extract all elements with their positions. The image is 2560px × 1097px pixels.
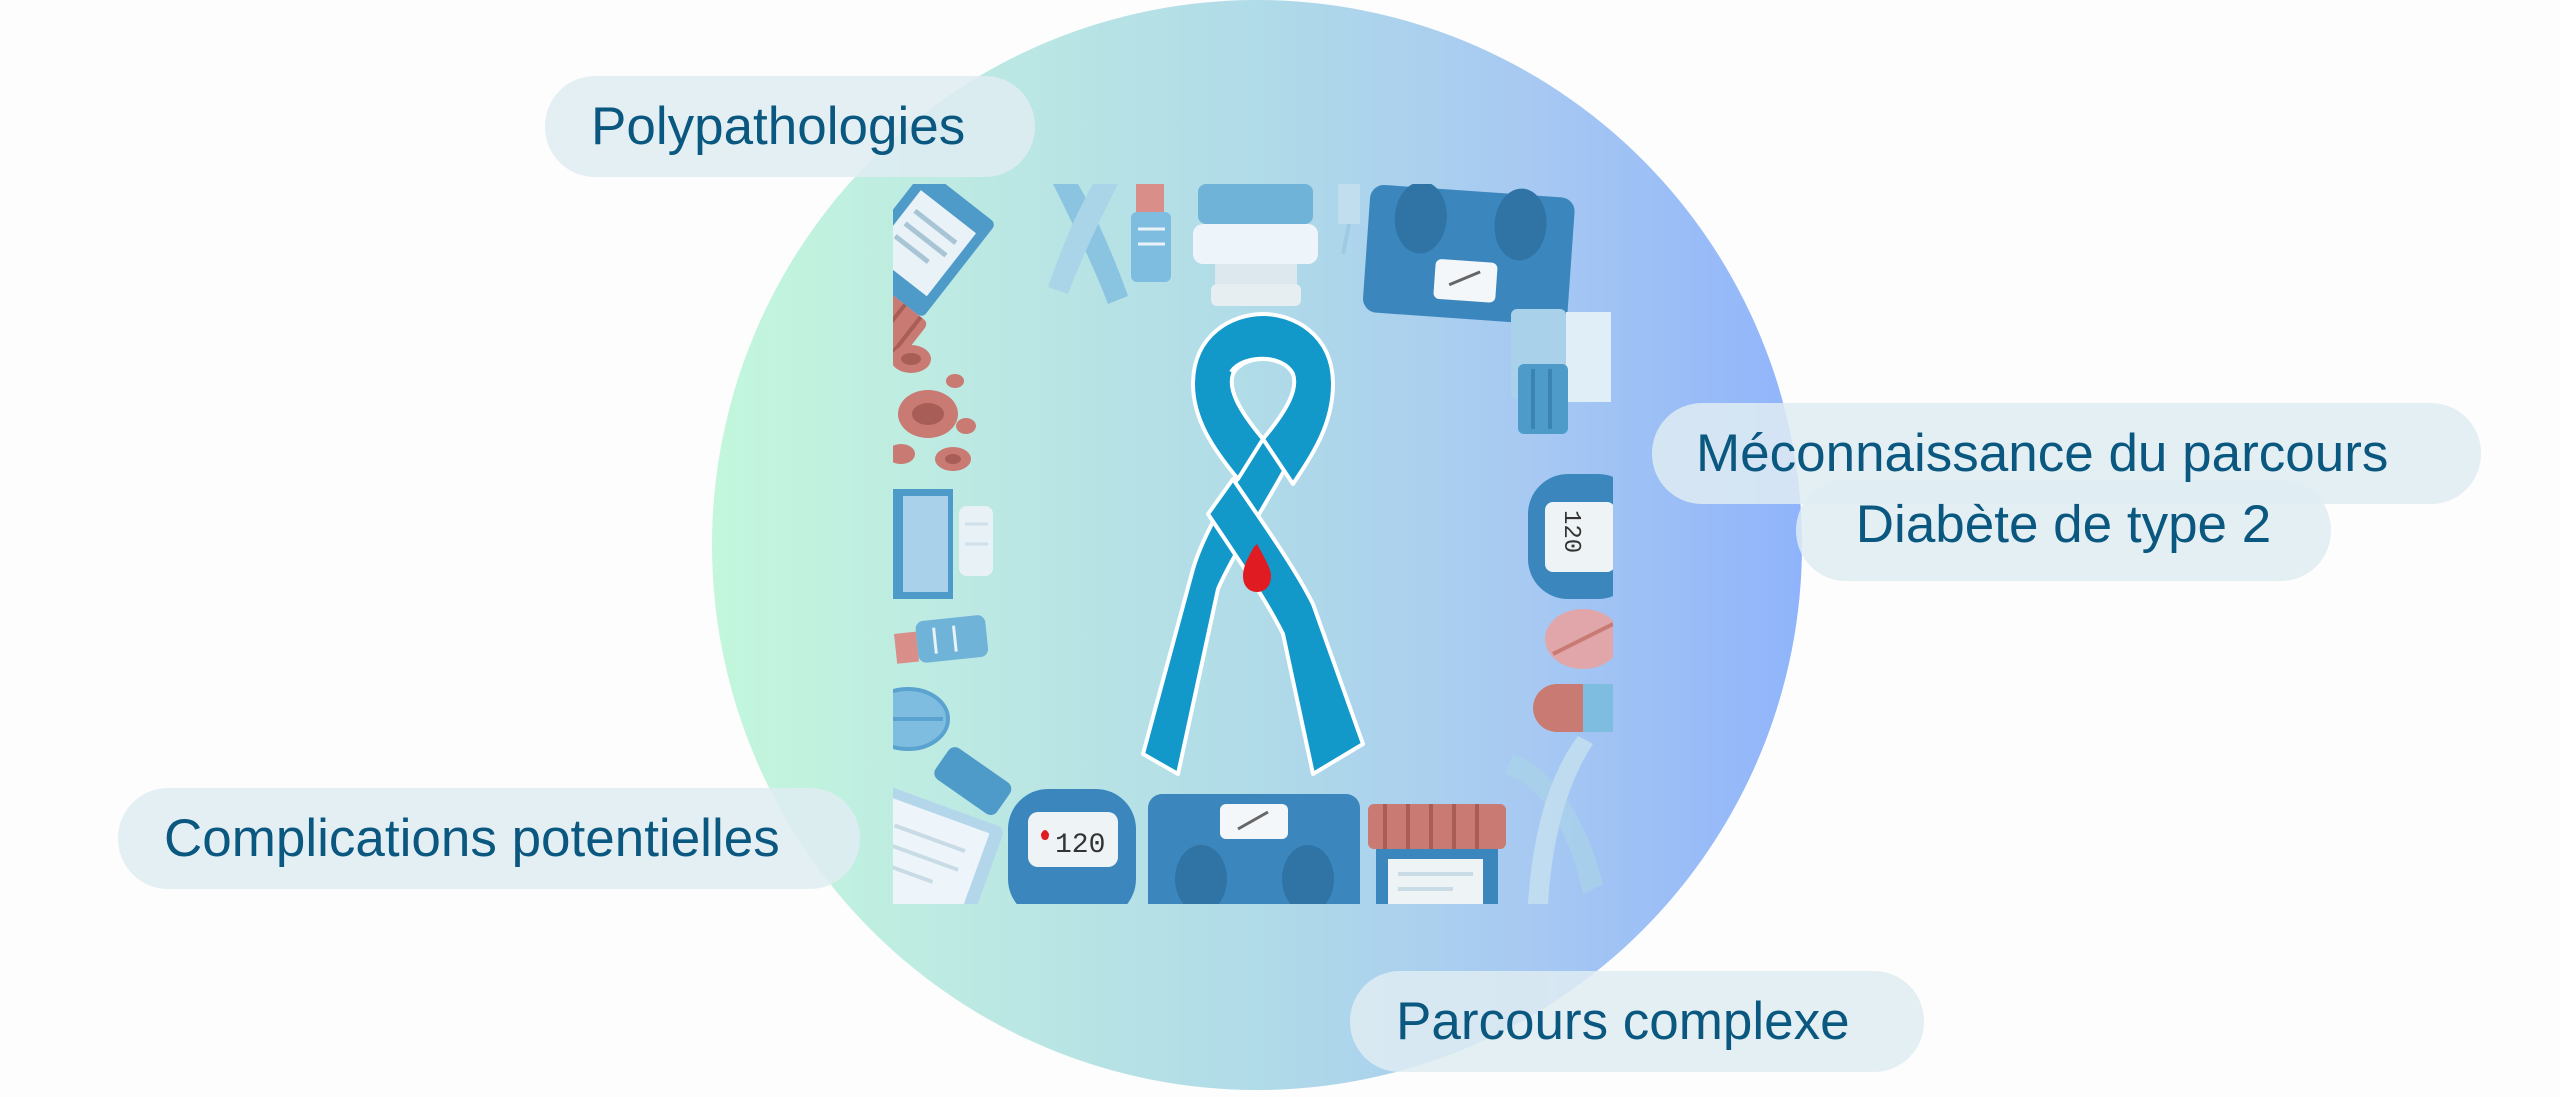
jar-icon: [1193, 184, 1318, 306]
pill-bottle-icon: [1368, 804, 1506, 904]
bottle-icon: [1511, 309, 1611, 434]
scale-icon: [1363, 184, 1575, 326]
pill-icon: [1533, 609, 1613, 732]
vial-icon: [894, 615, 989, 664]
label-complications: Complications potentielles: [118, 788, 860, 889]
label-polypathologies: Polypathologies: [545, 76, 1035, 177]
glucometer-icon: 120: [1008, 789, 1136, 904]
label-parcours-complexe-text: Parcours complexe: [1396, 992, 1850, 1051]
svg-text:120: 120: [1557, 510, 1584, 553]
label-parcours-complexe: Parcours complexe: [1350, 971, 1924, 1072]
label-polypathologies-text: Polypathologies: [591, 97, 966, 156]
label-diabete-text: Diabète de type 2: [1855, 495, 2272, 554]
label-meconnaissance: Méconnaissance du parcours: [1652, 403, 2481, 504]
notebook-icon: [893, 786, 1003, 904]
pill-icon: [893, 687, 950, 751]
test-strip-box-icon: [893, 489, 993, 599]
glucometer-reading: 120: [1055, 830, 1105, 861]
glucometer-icon: 120: [1528, 474, 1613, 599]
blood-cells-icon: [893, 345, 976, 471]
diabetes-illustration: 120: [893, 184, 1613, 904]
syringe-icon: [1338, 184, 1360, 255]
test-tube-icon: [1131, 184, 1171, 282]
blood-drop-icon: [1243, 544, 1271, 592]
ribbon-icon: [1048, 184, 1128, 304]
label-meconnaissance-text: Méconnaissance du parcours: [1696, 424, 2389, 483]
awareness-ribbon-icon: [1141, 312, 1365, 776]
label-complications-text: Complications potentielles: [164, 809, 780, 868]
pill-bottle-icon: [893, 184, 994, 365]
ribbon-icon: [1505, 736, 1603, 904]
scale-icon: [1148, 794, 1360, 904]
cap-icon: [934, 747, 1012, 816]
